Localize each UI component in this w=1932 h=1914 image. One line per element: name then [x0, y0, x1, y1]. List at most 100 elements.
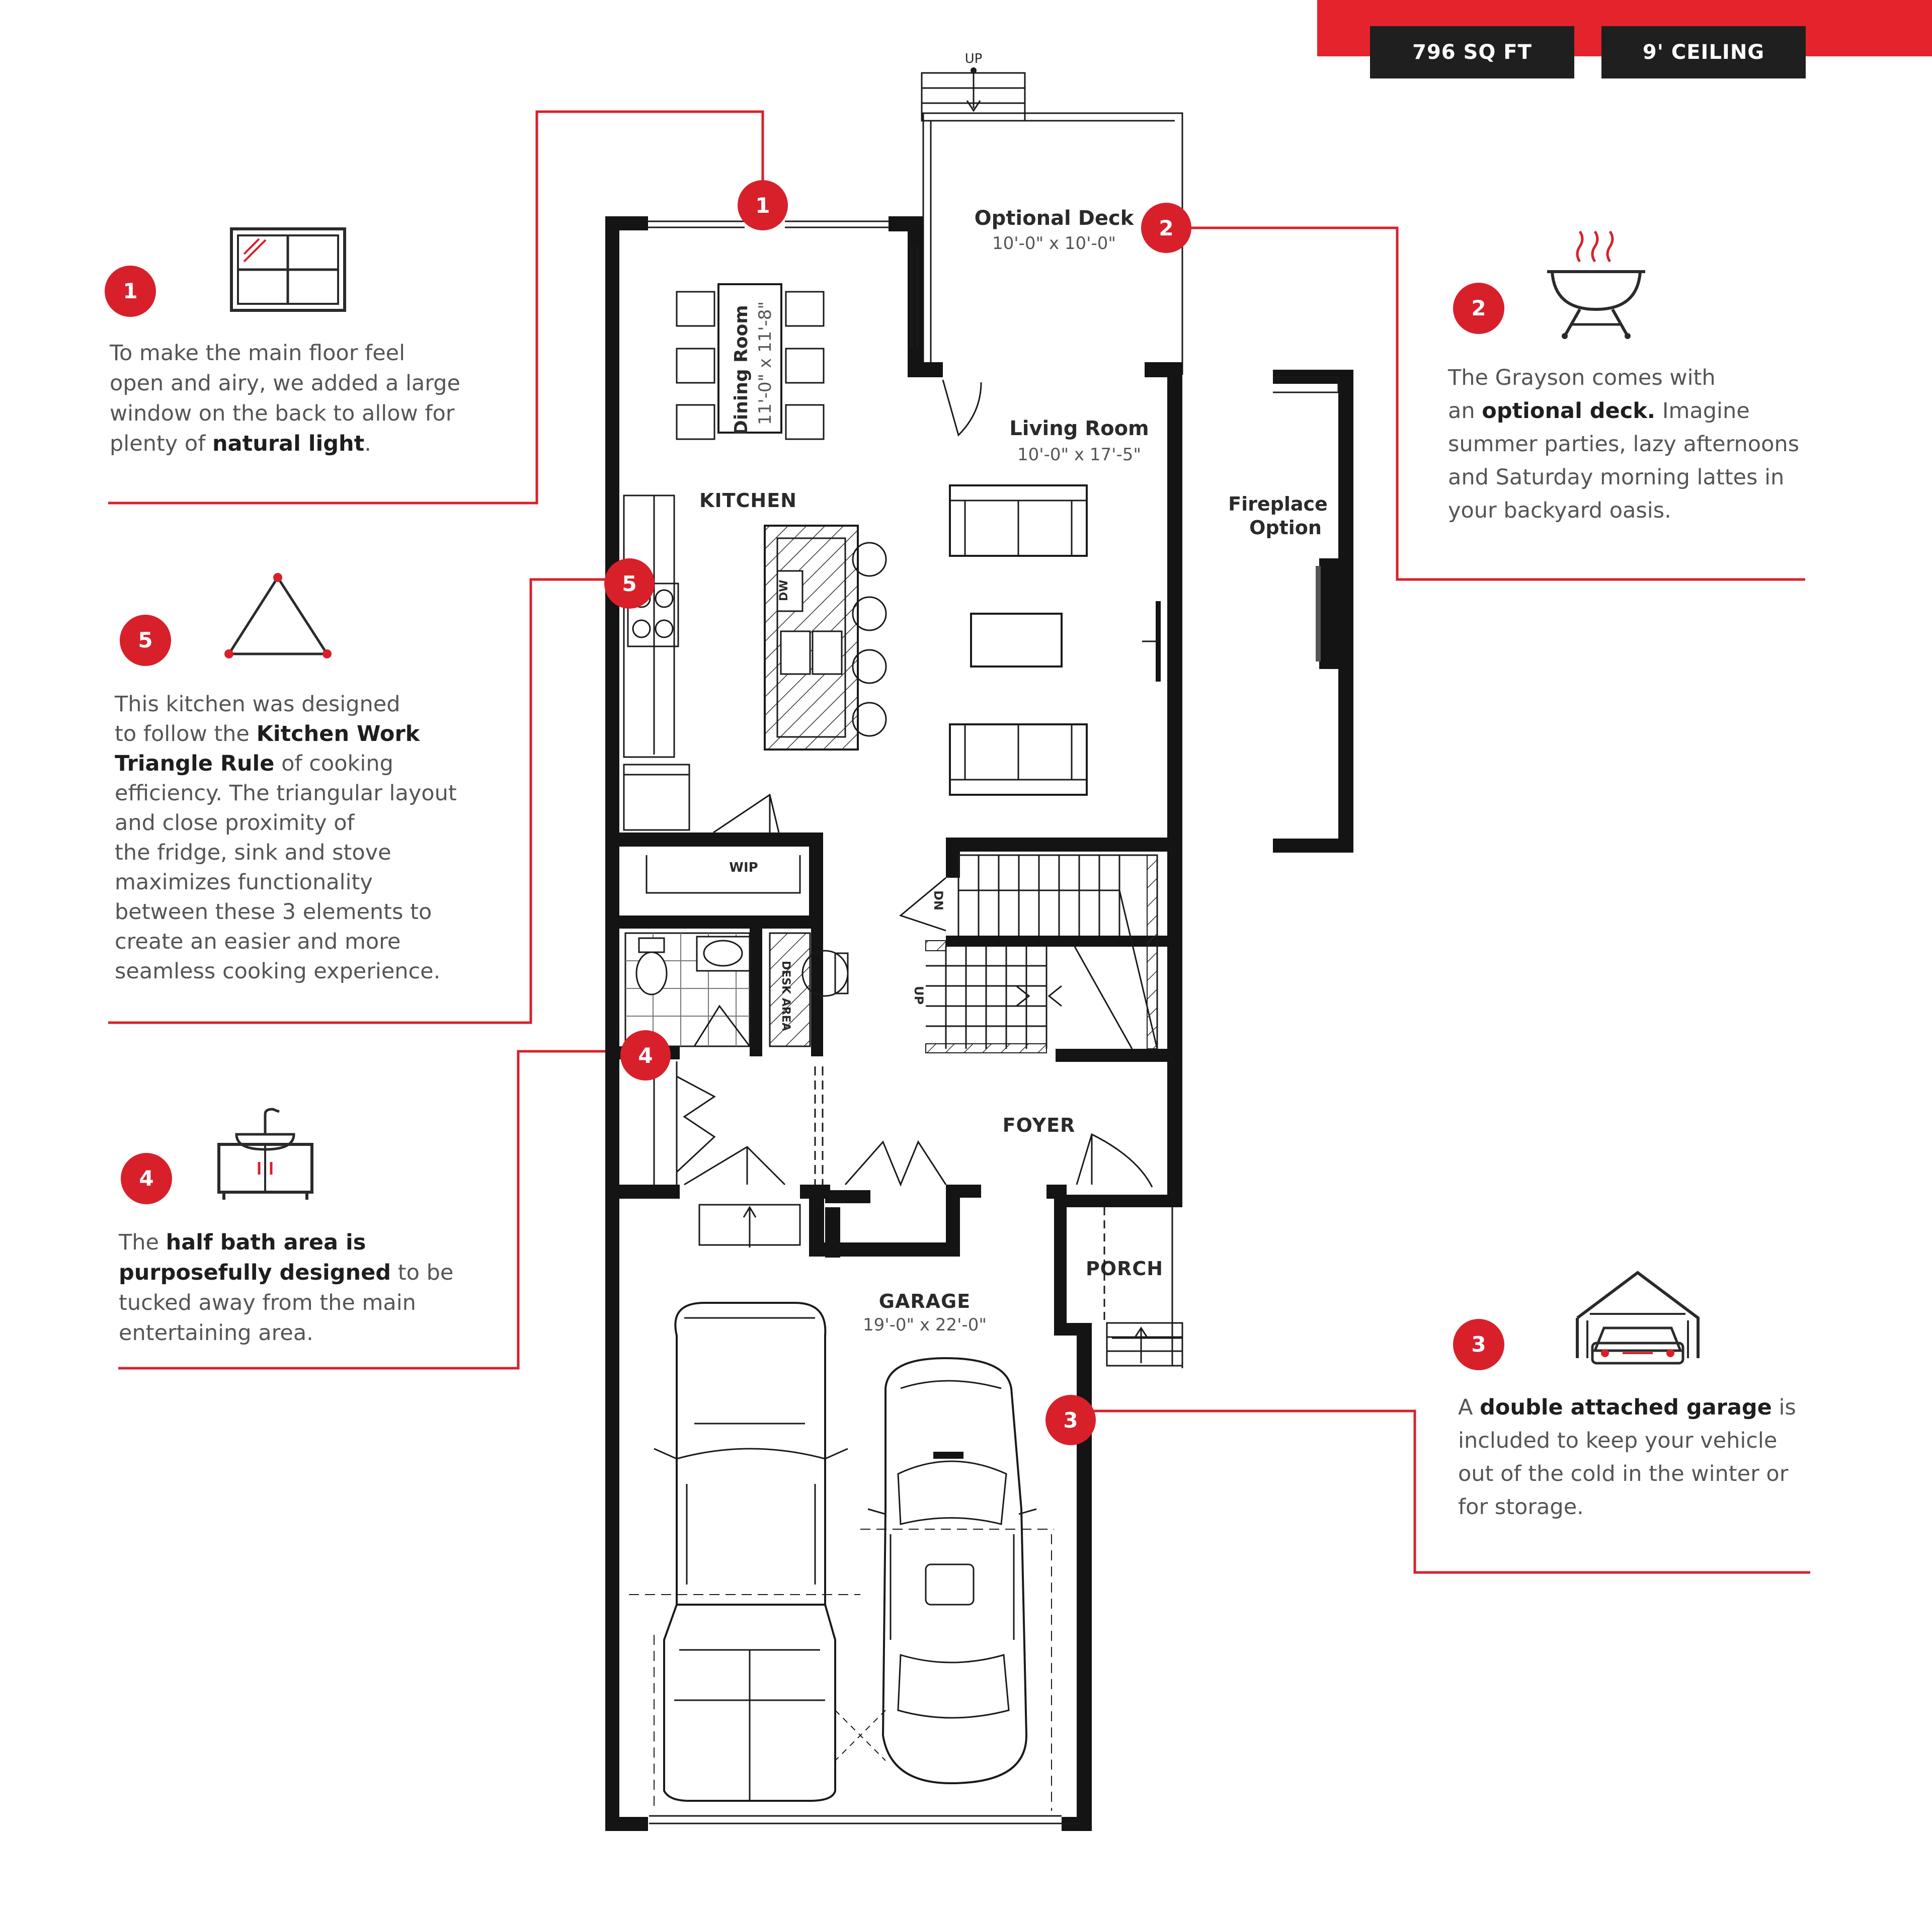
callout-3-line: out of the cold in the winter or	[1458, 1457, 1861, 1490]
callout-3-text: A double attached garage is included to k…	[1458, 1391, 1861, 1524]
callout-segment: tucked away from the main	[119, 1290, 416, 1315]
callout-segment: for storage.	[1458, 1494, 1584, 1520]
svg-text:1: 1	[755, 193, 770, 218]
callout-segment: out of the cold in the winter or	[1458, 1461, 1789, 1486]
garage-label: GARAGE	[879, 1290, 971, 1312]
porch-label: PORCH	[1086, 1258, 1163, 1280]
callout-2-marker: 2	[1453, 283, 1504, 334]
deck-name-label: Optional Deck	[975, 207, 1135, 230]
window-icon	[230, 227, 346, 312]
callout-4-marker: 4	[121, 1153, 172, 1204]
callout-1-line: window on the back to allow for	[110, 398, 512, 429]
callout-segment: plenty of	[110, 431, 213, 456]
callout-segment: The Grayson comes with	[1448, 365, 1716, 390]
callout-segment: To make the main floor feel	[110, 341, 406, 366]
half-bath	[624, 932, 751, 1047]
callout-segment: an	[1448, 398, 1482, 424]
callout-5-line: efficiency. The triangular layout	[115, 779, 517, 808]
callout-emphasis: optional deck.	[1482, 398, 1656, 424]
callout-segment: and Saturday morning lattes in	[1448, 465, 1785, 490]
callout-2-line: The Grayson comes with	[1448, 361, 1840, 394]
callout-emphasis: double attached garage	[1480, 1395, 1772, 1420]
callout-segment: and close proximity of	[115, 810, 355, 836]
callout-5-line: between these 3 elements to	[115, 897, 517, 927]
callout-3-line: for storage.	[1458, 1490, 1861, 1524]
living-room: Living Room 10'-0" x 17'-5"	[942, 379, 1161, 796]
callout-segment: of cooking	[274, 751, 393, 776]
stair-up-label: UP	[912, 986, 926, 1005]
plan-marker-1	[738, 180, 788, 230]
walk-in-pantry: WIP	[646, 855, 801, 894]
optional-deck: UP Optional Deck 10'-0" x 10'-0"	[921, 51, 1183, 375]
dining-room-dimension-label: 11'-0" x 11'-8"	[755, 301, 775, 425]
svg-text:5: 5	[622, 571, 636, 596]
callout-segment: maximizes functionality	[115, 870, 373, 895]
callout-segment: open and airy, we added a large	[110, 371, 460, 396]
callout-5-line: and close proximity of	[115, 808, 517, 838]
garage-car-icon	[1576, 1271, 1700, 1365]
callout-segment: between these 3 elements to	[115, 899, 432, 925]
dishwasher-label: DW	[778, 579, 790, 601]
callout-segment: window on the back to allow for	[110, 401, 455, 426]
callout-5-line: seamless cooking experience.	[115, 957, 517, 986]
desk-area-label: DESK AREA	[779, 961, 792, 1031]
porch: PORCH	[1086, 1207, 1183, 1367]
foyer-label: FOYER	[1003, 1114, 1076, 1136]
leader-line-5	[108, 578, 614, 1024]
callout-5-line: maximizes functionality	[115, 868, 517, 897]
plan-marker-5	[604, 558, 655, 609]
callout-segment: is	[1772, 1395, 1796, 1420]
sedan-car-drawing	[867, 1357, 1037, 1785]
callout-segment: your backyard oasis.	[1448, 498, 1671, 523]
callout-2-line: an optional deck. Imagine	[1448, 394, 1840, 428]
fireplace-label-line2: Option	[1249, 517, 1322, 539]
callout-5-line: Triangle Rule of cooking	[115, 749, 517, 779]
callout-segment: .	[364, 431, 371, 456]
callout-4-line: tucked away from the main	[119, 1288, 511, 1318]
callout-2-text: The Grayson comes with an optional deck. …	[1448, 361, 1840, 527]
callout-3-line: included to keep your vehicle	[1458, 1424, 1861, 1457]
callout-segment: seamless cooking experience.	[115, 959, 441, 984]
exterior-walls	[605, 216, 1182, 1831]
sink-vanity-icon	[217, 1108, 313, 1200]
callout-3-line: A double attached garage is	[1458, 1391, 1861, 1424]
leader-line-4	[118, 1050, 620, 1370]
plan-callout-markers: 1 2 3 4 5	[604, 180, 1191, 1445]
svg-text:4: 4	[638, 1043, 653, 1068]
callout-5-line: to follow the Kitchen Work	[115, 719, 517, 749]
callout-3-marker: 3	[1453, 1319, 1504, 1370]
kitchen: KITCHEN DW	[623, 489, 887, 834]
foyer: FOYER	[844, 1114, 1153, 1188]
leader-line-1	[108, 110, 764, 505]
fireplace-label-line1: Fireplace	[1228, 493, 1328, 515]
square-footage-badge: 796 SQ FT	[1370, 26, 1574, 78]
living-room-dimension-label: 10'-0" x 17'-5"	[1017, 445, 1141, 465]
mudroom-closet	[653, 1061, 824, 1247]
callout-emphasis: Kitchen Work	[256, 721, 420, 746]
callout-1-line: open and airy, we added a large	[110, 368, 512, 398]
callout-segment: The	[119, 1230, 166, 1255]
kitchen-label: KITCHEN	[699, 489, 797, 512]
callout-2-line: your backyard oasis.	[1448, 494, 1840, 527]
pickup-truck-drawing	[654, 1302, 848, 1802]
deck-up-label: UP	[965, 51, 983, 66]
callout-5-line: This kitchen was designed	[115, 690, 517, 719]
leader-line-3	[1071, 1409, 1810, 1574]
callout-leader-lines	[108, 110, 1810, 1574]
callout-5-marker: 5	[120, 615, 171, 666]
plan-marker-2	[1141, 203, 1191, 253]
garage-dimension-label: 19'-0" x 22'-0"	[863, 1315, 987, 1335]
callout-4-line: purposefully designed to be	[119, 1258, 511, 1288]
leader-line-2	[1166, 226, 1805, 581]
callout-segment: included to keep your vehicle	[1458, 1428, 1778, 1453]
living-room-label: Living Room	[1009, 417, 1149, 440]
desk-area: DESK AREA	[769, 932, 849, 1047]
fireplace-option: Fireplace Option	[1228, 370, 1353, 853]
wip-label: WIP	[729, 860, 758, 875]
callout-segment: This kitchen was designed	[115, 692, 400, 717]
plan-marker-3	[1045, 1395, 1096, 1445]
